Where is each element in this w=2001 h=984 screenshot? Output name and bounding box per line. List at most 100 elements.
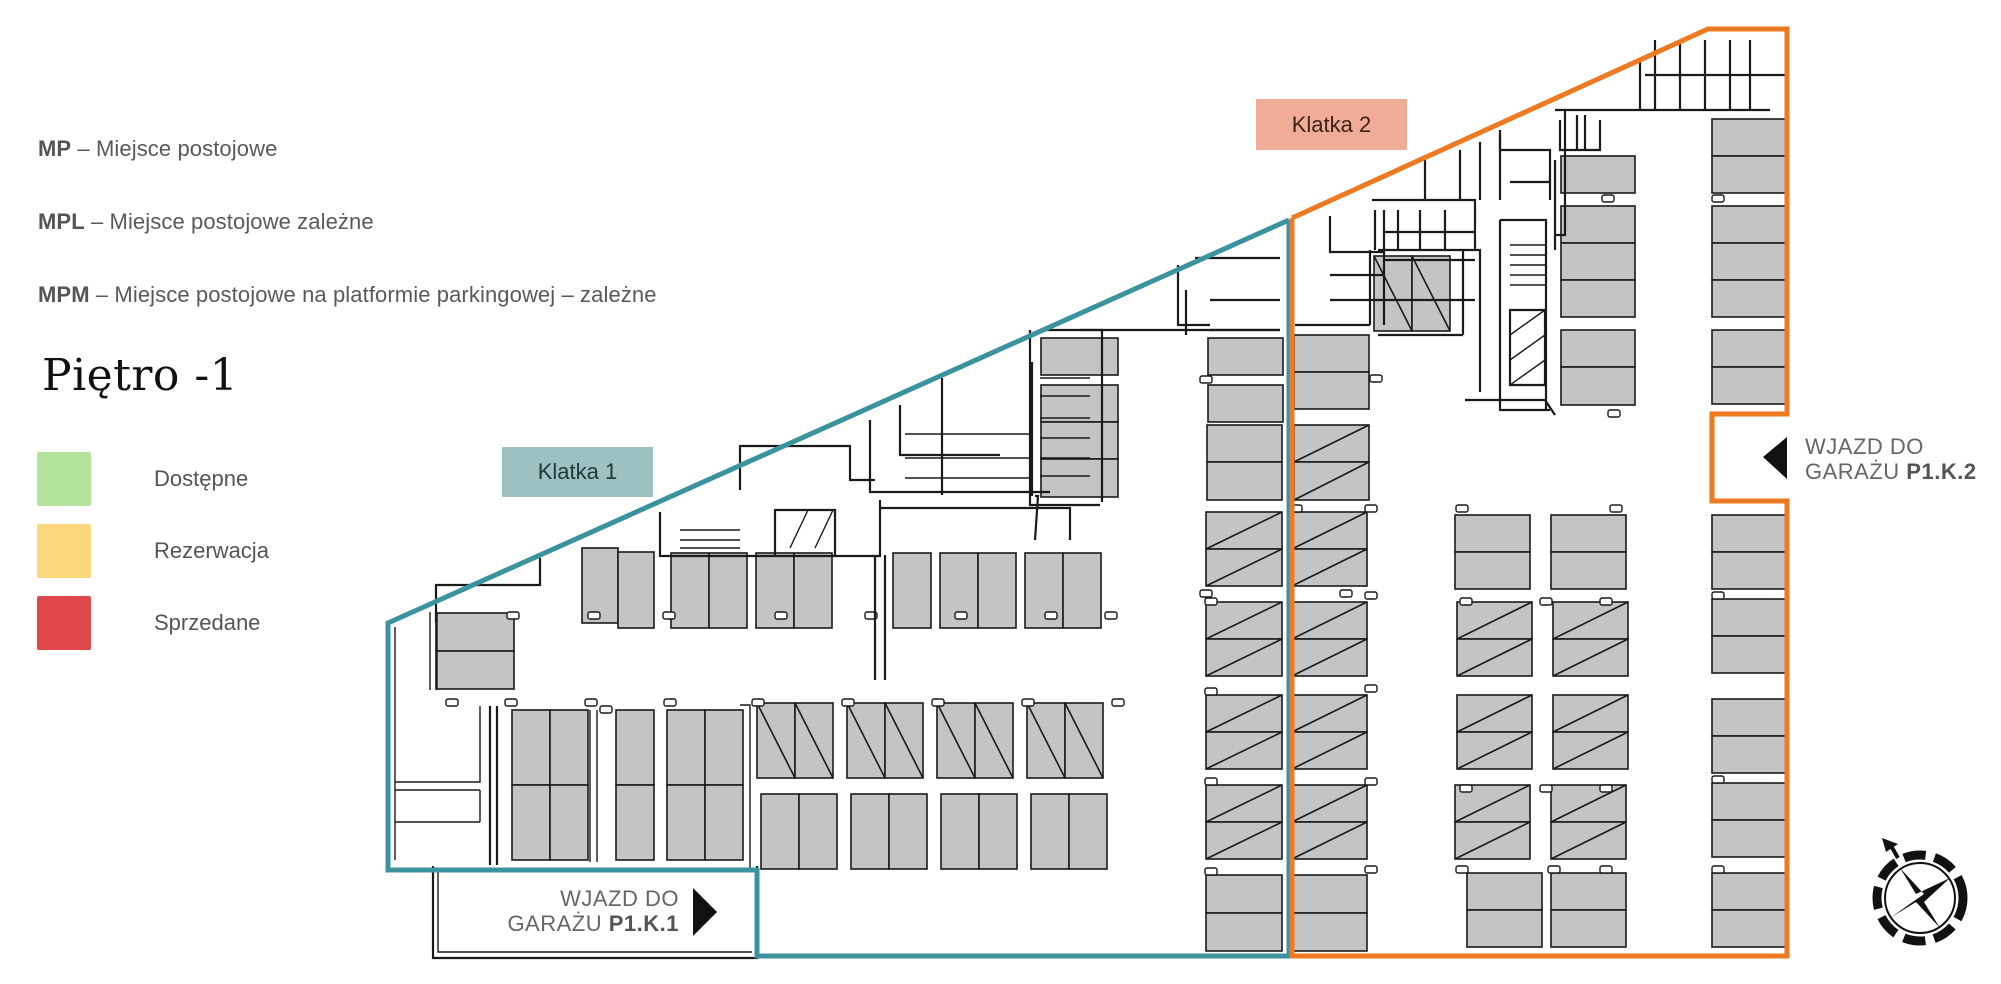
parking-spot[interactable] (1560, 329, 1636, 368)
parking-spot[interactable] (1456, 694, 1533, 733)
parking-spot[interactable] (1550, 909, 1627, 948)
legend-item-reserved[interactable]: Rezerwacja (37, 515, 269, 587)
parking-spot[interactable] (1026, 702, 1066, 779)
parking-spot[interactable] (940, 793, 980, 870)
parking-spot[interactable] (1552, 601, 1629, 640)
parking-spot[interactable] (1552, 638, 1629, 677)
parking-spot[interactable] (1040, 421, 1119, 460)
parking-spot[interactable] (1064, 702, 1104, 779)
parking-spot[interactable] (974, 702, 1014, 779)
parking-spot[interactable] (1291, 874, 1368, 914)
parking-spot[interactable] (760, 793, 800, 870)
parking-spot[interactable] (708, 552, 748, 629)
parking-spot[interactable] (977, 552, 1017, 629)
parking-spot[interactable] (756, 702, 796, 779)
parking-spot[interactable] (1711, 551, 1787, 590)
parking-spot[interactable] (1560, 155, 1636, 194)
parking-spot[interactable] (1560, 279, 1636, 318)
parking-spot[interactable] (1206, 461, 1283, 501)
parking-spot[interactable] (1550, 551, 1627, 590)
parking-spot[interactable] (1560, 366, 1636, 406)
parking-spot[interactable] (794, 702, 834, 779)
parking-spot[interactable] (1552, 694, 1629, 733)
parking-spot[interactable] (1550, 784, 1627, 823)
parking-spot[interactable] (549, 784, 589, 861)
parking-spot[interactable] (511, 784, 551, 861)
parking-spot[interactable] (1454, 514, 1531, 553)
parking-spot[interactable] (936, 702, 976, 779)
parking-spot[interactable] (1205, 694, 1283, 733)
parking-spot[interactable] (1456, 638, 1533, 677)
parking-spot[interactable] (1711, 118, 1787, 157)
parking-spot[interactable] (1291, 511, 1368, 550)
parking-spot[interactable] (846, 702, 886, 779)
parking-spot[interactable] (1454, 551, 1531, 590)
parking-spot[interactable] (1456, 601, 1533, 640)
parking-spot[interactable] (435, 650, 515, 690)
parking-spot[interactable] (1291, 548, 1368, 587)
parking-spot[interactable] (1207, 384, 1284, 423)
parking-spot[interactable] (1373, 255, 1413, 332)
parking-spot[interactable] (1062, 552, 1102, 629)
parking-spot[interactable] (1711, 242, 1787, 281)
parking-spot[interactable] (1711, 205, 1787, 244)
klatka-2-label[interactable]: Klatka 2 (1256, 99, 1407, 150)
legend-item-sold[interactable]: Sprzedane (37, 587, 269, 659)
parking-spot[interactable] (1040, 384, 1119, 423)
klatka-1-label[interactable]: Klatka 1 (502, 447, 653, 497)
parking-spot[interactable] (1205, 821, 1283, 860)
parking-spot[interactable] (1205, 874, 1283, 914)
parking-spot[interactable] (1552, 731, 1629, 770)
legend-item-available[interactable]: Dostępne (37, 443, 269, 515)
parking-spot[interactable] (1205, 731, 1283, 770)
parking-spot[interactable] (1411, 255, 1451, 332)
parking-spot[interactable] (1205, 548, 1283, 587)
parking-spot[interactable] (615, 709, 655, 786)
parking-spot[interactable] (1711, 698, 1787, 737)
parking-spot[interactable] (1291, 601, 1368, 640)
parking-spot[interactable] (1711, 366, 1787, 405)
parking-spot[interactable] (1454, 821, 1531, 860)
parking-spot[interactable] (850, 793, 890, 870)
parking-spot[interactable] (1040, 458, 1119, 498)
parking-spot[interactable] (892, 552, 932, 629)
parking-spot[interactable] (1711, 872, 1787, 911)
parking-spot[interactable] (435, 612, 515, 652)
parking-spot[interactable] (1030, 793, 1070, 870)
parking-spot[interactable] (1711, 598, 1787, 637)
parking-spot[interactable] (1040, 337, 1119, 376)
parking-spot[interactable] (666, 784, 706, 861)
parking-spot[interactable] (704, 784, 744, 861)
parking-spot[interactable] (1207, 337, 1284, 376)
parking-spot[interactable] (1205, 638, 1283, 677)
parking-spot[interactable] (1291, 694, 1368, 733)
parking-spot[interactable] (1560, 242, 1636, 281)
parking-spot[interactable] (888, 793, 928, 870)
parking-spot[interactable] (1291, 731, 1368, 770)
parking-spot[interactable] (1711, 514, 1787, 553)
parking-spot[interactable] (1206, 424, 1283, 463)
parking-spot[interactable] (511, 709, 551, 786)
parking-spot[interactable] (1711, 635, 1787, 674)
parking-spot[interactable] (1466, 909, 1543, 948)
parking-spot[interactable] (1550, 872, 1627, 911)
parking-spot[interactable] (1466, 872, 1543, 911)
parking-spot[interactable] (704, 709, 744, 786)
parking-spot[interactable] (1550, 821, 1627, 860)
parking-spot[interactable] (798, 793, 838, 870)
parking-spot[interactable] (615, 784, 655, 861)
parking-spot[interactable] (1293, 461, 1370, 501)
parking-spot[interactable] (1711, 155, 1787, 194)
parking-spot[interactable] (884, 702, 924, 779)
parking-spot[interactable] (1711, 329, 1787, 368)
parking-spot[interactable] (978, 793, 1018, 870)
parking-spot[interactable] (1550, 514, 1627, 553)
parking-spot[interactable] (549, 709, 589, 786)
parking-spot[interactable] (1293, 424, 1370, 463)
parking-spot[interactable] (1291, 638, 1368, 677)
parking-spot[interactable] (1711, 735, 1787, 774)
parking-spot[interactable] (1711, 279, 1787, 318)
parking-spot[interactable] (1291, 912, 1368, 952)
parking-spot[interactable] (1711, 909, 1787, 948)
parking-spot[interactable] (1711, 782, 1787, 821)
